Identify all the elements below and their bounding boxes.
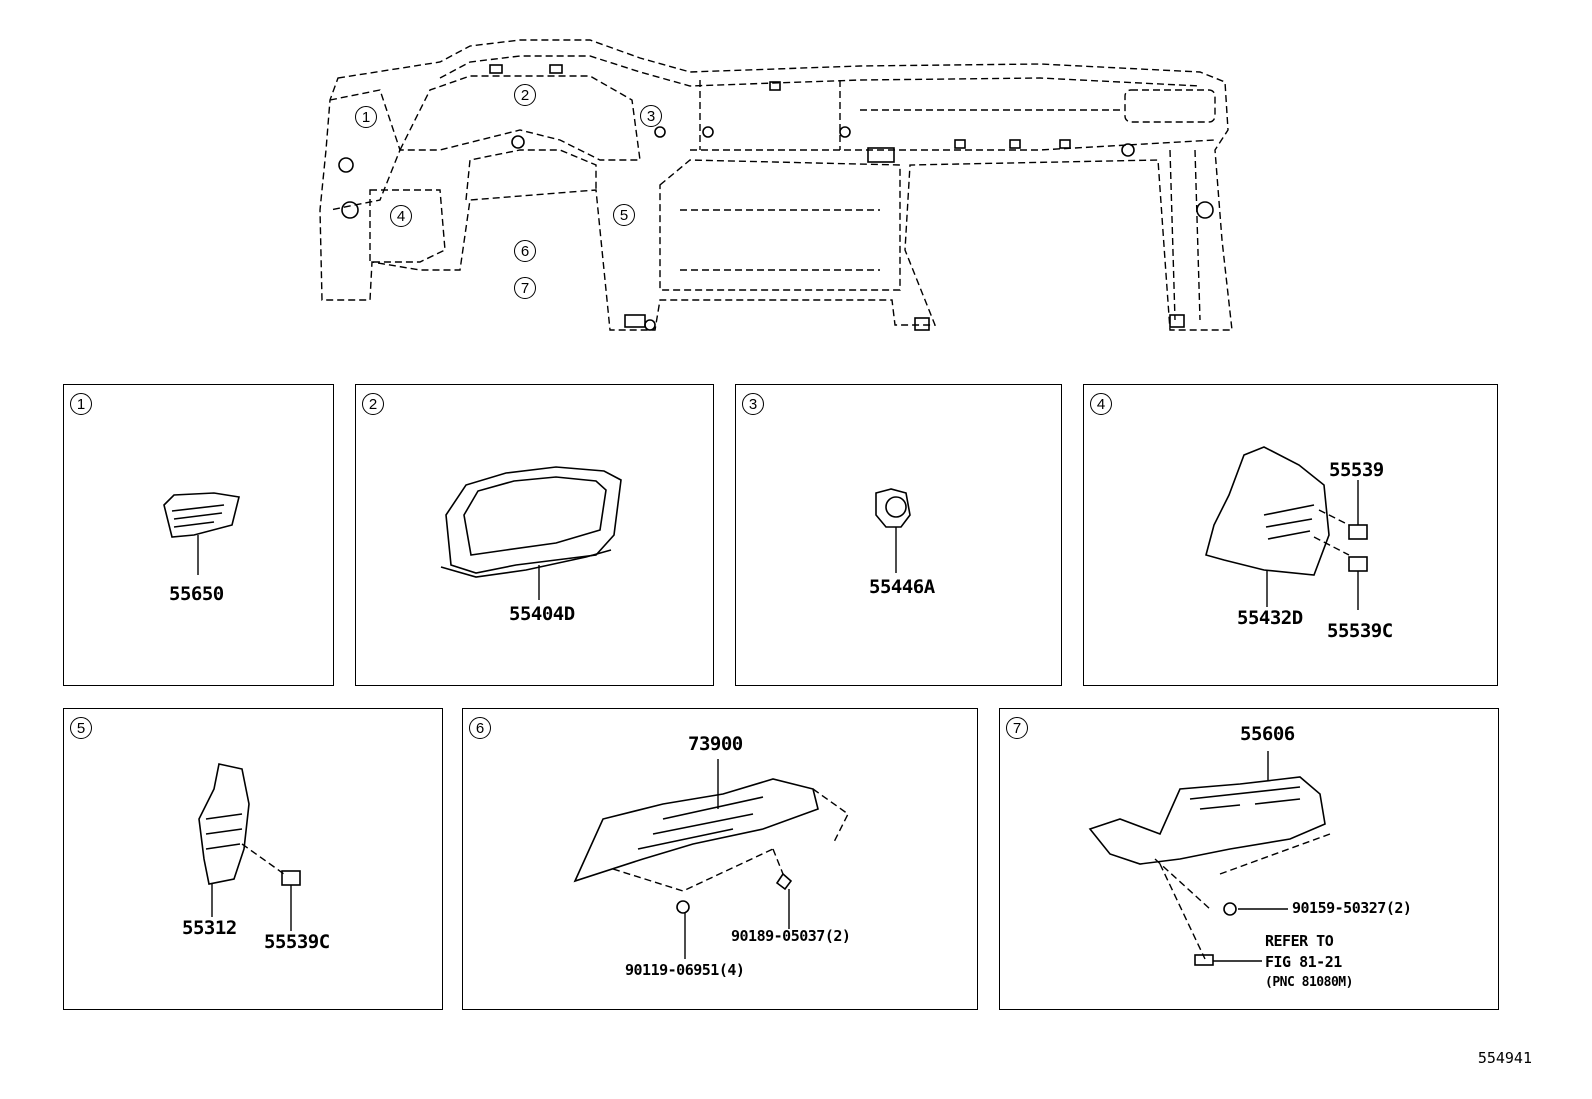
panel-number: 7 [1006, 717, 1028, 739]
part-label-55446A[interactable]: 55446A [869, 576, 935, 598]
overview-callout-1[interactable]: 1 [355, 106, 377, 128]
meter-hood-drawing [440, 466, 622, 600]
part-label-55606[interactable]: 55606 [1240, 723, 1295, 745]
panel-number: 5 [70, 717, 92, 739]
diagram-id: 554941 [1477, 1049, 1532, 1067]
overview-callout-7[interactable]: 7 [514, 277, 536, 299]
part-label-73900[interactable]: 73900 [688, 733, 743, 755]
part-label-90189-05037[interactable]: 90189-05037(2) [731, 927, 851, 945]
detail-panel-6: 6 73900 90189-05037(2) 90119-06951(4) [462, 708, 978, 1010]
part-label-90119-06951[interactable]: 90119-06951(4) [625, 961, 745, 979]
refer-note-line2[interactable]: FIG 81-21 [1265, 953, 1342, 971]
detail-panel-5: 5 55312 55539C [63, 708, 443, 1010]
overview-callout-5[interactable]: 5 [613, 204, 635, 226]
center-register-vent-drawing [875, 488, 911, 573]
part-label-55432D[interactable]: 55432D [1237, 607, 1303, 629]
panel-number: 1 [70, 393, 92, 415]
overview-callout-3[interactable]: 3 [640, 105, 662, 127]
part-label-55312[interactable]: 55312 [182, 917, 237, 939]
lower-left-panel-drawing [1205, 446, 1368, 610]
panel-number: 2 [362, 393, 384, 415]
under-cover-drawing [1088, 751, 1331, 966]
instrument-panel-frame-drawing [319, 39, 1233, 331]
part-label-55539C[interactable]: 55539C [1327, 620, 1393, 642]
overview-callout-2[interactable]: 2 [514, 84, 536, 106]
overview-callout-6[interactable]: 6 [514, 240, 536, 262]
panel-number: 4 [1090, 393, 1112, 415]
detail-panel-3: 3 55446A [735, 384, 1062, 686]
part-label-55404D[interactable]: 55404D [509, 603, 575, 625]
panel-number: 3 [742, 393, 764, 415]
part-label-55539C[interactable]: 55539C [264, 931, 330, 953]
panel-number: 6 [469, 717, 491, 739]
detail-panel-7: 7 55606 90159-50327(2) REFER TO FIG 81-2… [999, 708, 1499, 1010]
detail-panel-2: 2 55404D [355, 384, 714, 686]
glove-box-reinforcement-drawing [573, 759, 849, 959]
part-label-90159-50327[interactable]: 90159-50327(2) [1292, 899, 1412, 917]
detail-panel-4: 4 55539 55432D 55539C [1083, 384, 1498, 686]
refer-note-line3: (PNC 81080M) [1265, 975, 1353, 990]
lower-center-panel-drawing [198, 763, 301, 931]
refer-note-line1: REFER TO [1265, 932, 1334, 950]
part-label-55650[interactable]: 55650 [169, 583, 224, 605]
detail-panel-1: 1 55650 [63, 384, 334, 686]
side-register-vent-drawing [163, 492, 240, 575]
overview-callout-4[interactable]: 4 [390, 205, 412, 227]
part-label-55539[interactable]: 55539 [1329, 459, 1384, 481]
